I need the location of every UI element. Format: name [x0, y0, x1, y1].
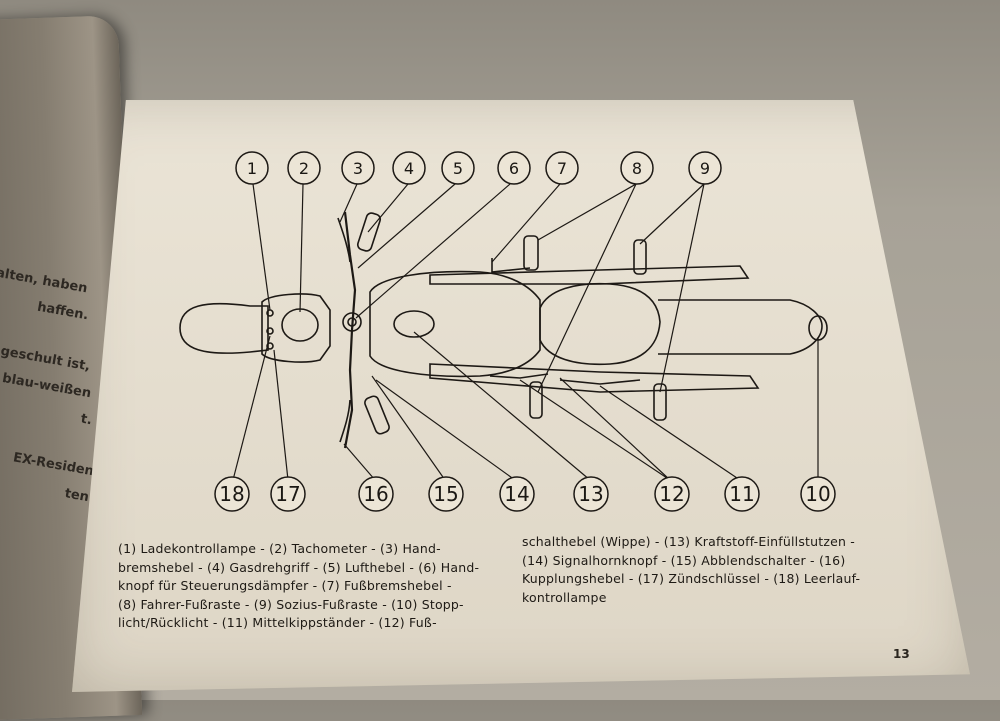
callout-label: 15 [433, 482, 458, 506]
motorcycle-drawing [179, 211, 828, 449]
callout-7: 7 [545, 151, 579, 185]
callout-15: 15 [428, 476, 464, 512]
exhaust-upper [429, 265, 750, 285]
tail-light [808, 315, 828, 341]
gear-lever [489, 373, 549, 379]
exhaust-lower [429, 363, 760, 393]
callout-11: 11 [724, 476, 760, 512]
caption-line: (8) Fahrer-Fußraste - (9) Sozius-Fußrast… [118, 596, 464, 612]
callout-4: 4 [392, 151, 426, 185]
filler-cap [393, 310, 435, 338]
callout-label: 12 [659, 482, 684, 506]
callout-label: 10 [805, 482, 830, 506]
caption-line: bremshebel - (4) Gasdrehgriff - (5) Luft… [118, 559, 480, 575]
caption-line: Kupplungshebel - (17) Zündschlüssel - (1… [522, 571, 861, 586]
callout-8: 8 [620, 151, 654, 185]
pillion-footrest-bottom [653, 383, 667, 421]
caption-line: licht/Rücklicht - (11) Mittelkippständer… [118, 615, 437, 630]
callout-label: 2 [299, 159, 309, 178]
callout-9: 9 [688, 151, 722, 185]
throttle-grip [356, 212, 382, 252]
brake-lever [337, 217, 351, 263]
callout-2: 2 [287, 151, 321, 185]
callout-label: 4 [404, 159, 414, 178]
caption-line: (14) Signalhornknopf - (15) Abblendschal… [522, 552, 846, 568]
handlebar [343, 211, 357, 449]
headlamp-nacelle [261, 293, 331, 363]
caption-line: schalthebel (Wippe) - (13) Kraftstoff-Ei… [522, 534, 856, 549]
brake-pedal [491, 258, 531, 273]
callout-17: 17 [270, 476, 306, 512]
callout-label: 1 [247, 159, 257, 178]
callout-10: 10 [800, 476, 836, 512]
book-page [72, 100, 970, 692]
callout-3: 3 [341, 151, 375, 185]
motorcycle-diagram: 1 2 3 4 5 6 7 8 9 10 11 12 [179, 151, 836, 512]
leader-lines [232, 183, 819, 481]
callout-13: 13 [573, 476, 609, 512]
caption-line: (1) Ladekontrollampe - (2) Tachometer - … [118, 541, 441, 556]
callout-label: 5 [453, 159, 463, 178]
pillion-footrest-top [633, 239, 647, 275]
ignition-lock [266, 327, 274, 335]
seat [539, 282, 661, 366]
callout-label: 11 [729, 482, 754, 506]
callout-label: 9 [700, 159, 710, 178]
rider-footrest-bottom [529, 381, 543, 419]
callout-5: 5 [441, 151, 475, 185]
callout-label: 6 [509, 159, 519, 178]
callout-label: 3 [353, 159, 363, 178]
callout-label: 18 [219, 482, 244, 506]
callout-label: 14 [504, 482, 529, 506]
callout-14: 14 [499, 476, 535, 512]
caption-line: kontrollampe [522, 589, 607, 605]
callout-18: 18 [214, 476, 250, 512]
callout-16: 16 [358, 476, 394, 512]
callout-6: 6 [497, 151, 531, 185]
speedometer [281, 308, 319, 342]
center-stand [559, 379, 641, 385]
rear-fender [658, 299, 823, 355]
callout-label: 8 [632, 159, 642, 178]
callout-label: 7 [557, 159, 567, 178]
rider-footrest-top [523, 235, 539, 271]
front-fender [179, 302, 269, 354]
steering-damper [342, 312, 362, 332]
caption-line: knopf für Steuerungsdämpfer - (7) Fußbre… [118, 578, 452, 593]
callout-label: 17 [275, 482, 300, 506]
clutch-lever [339, 399, 351, 443]
page-number: 13 [893, 647, 910, 661]
caption-left-column: (1) Ladekontrollampe - (2) Tachometer - … [118, 540, 479, 633]
fuel-tank [369, 270, 541, 378]
callout-1: 1 [235, 151, 269, 185]
caption-right-column: schalthebel (Wippe) - (13) Kraftstoff-Ei… [522, 533, 860, 607]
callout-12: 12 [654, 476, 690, 512]
callout-label: 13 [578, 482, 603, 506]
callout-label: 16 [363, 482, 388, 506]
left-grip [364, 395, 390, 435]
